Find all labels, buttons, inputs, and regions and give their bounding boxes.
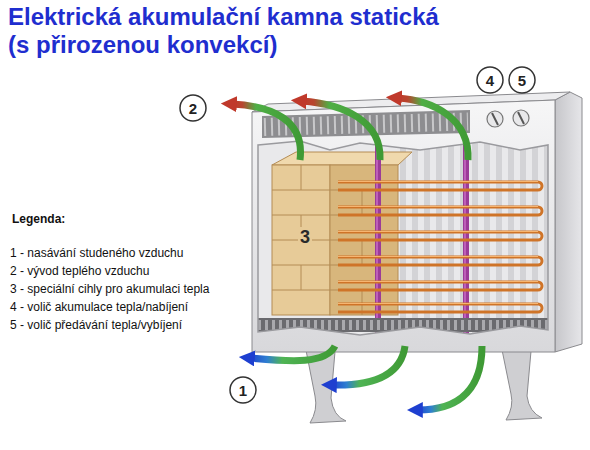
legend-text: 1 - nasávání studeného vzduchu — [10, 246, 183, 261]
legend-item: 3 - speciální cihly pro akumulaci tepla — [10, 282, 209, 297]
legend-heading: Legenda: — [10, 212, 67, 227]
callout-circle: 5 — [508, 66, 536, 94]
callout-ring — [477, 67, 503, 93]
callout-number: 4 — [486, 72, 494, 89]
legend-item: 4 - volič akumulace tepla/nabíjení — [10, 300, 188, 315]
callout-ring — [509, 67, 535, 93]
legend-item: 2 - vývod teplého vzduchu — [10, 264, 149, 279]
callout-circle: 4 — [476, 66, 504, 94]
legend-text: 3 - speciální cihly pro akumulaci tepla — [10, 282, 209, 297]
callout-ring — [230, 377, 256, 403]
callout-circle: 2 — [179, 94, 207, 122]
legend-text: 5 - volič předávání tepla/vybíjení — [10, 318, 182, 333]
callout-number: 5 — [518, 72, 526, 89]
callout-number: 2 — [189, 100, 197, 117]
callout-circle: 1 — [229, 376, 257, 404]
legend-text: 4 - volič akumulace tepla/nabíjení — [10, 300, 188, 315]
legend-text: 2 - vývod teplého vzduchu — [10, 264, 149, 279]
title: Elektrická akumulační kamna statická (s … — [8, 3, 443, 59]
callout-number: 1 — [239, 382, 247, 399]
legend-item: 1 - nasávání studeného vzduchu — [10, 246, 183, 261]
callout-ring — [180, 95, 206, 121]
callout-number: 3 — [298, 227, 312, 247]
legend-item: 5 - volič předávání tepla/vybíjení — [10, 318, 182, 333]
